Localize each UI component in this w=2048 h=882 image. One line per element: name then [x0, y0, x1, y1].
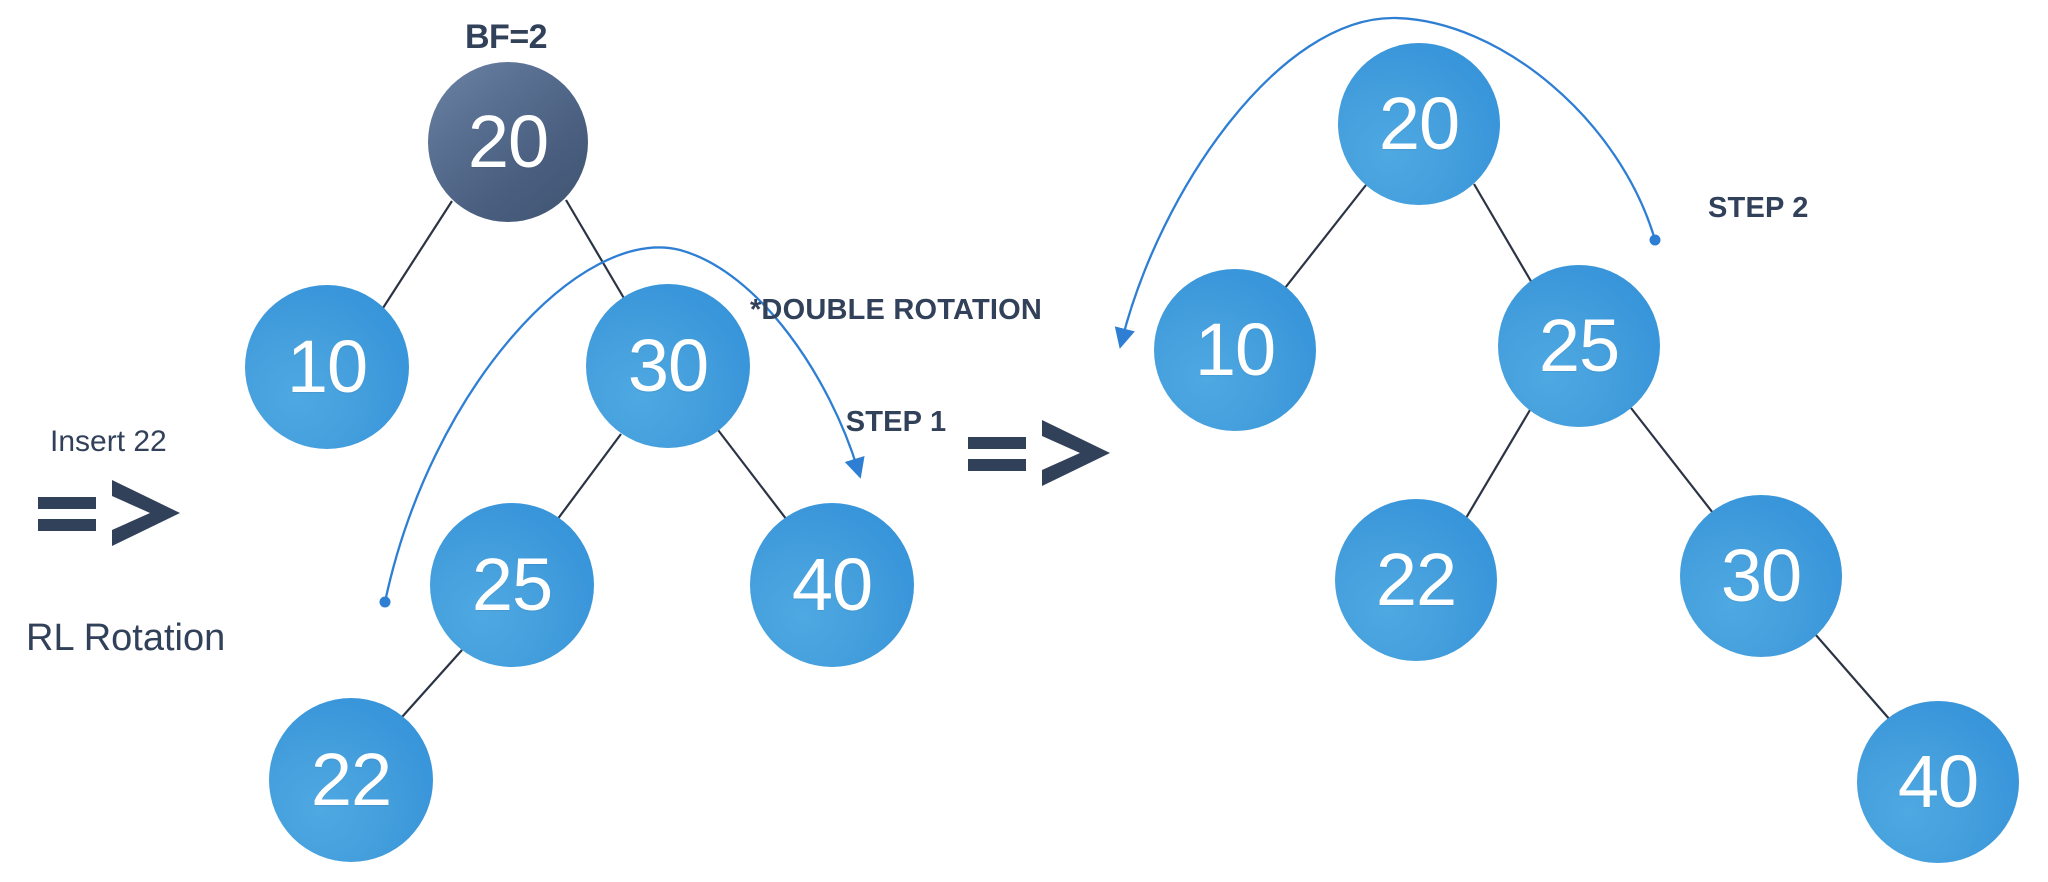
node-value: 22 [1375, 538, 1457, 621]
tree-node-right-10[interactable]: 10 [1154, 269, 1316, 431]
tree-node-left-30[interactable]: 30 [586, 284, 750, 448]
tree-node-right-22[interactable]: 22 [1335, 499, 1497, 661]
tree-node-right-20[interactable]: 20 [1338, 43, 1500, 205]
double-rotation-line-2: STEP 1 [845, 405, 947, 438]
edge-25-22 [401, 649, 463, 718]
edge-r25-r22 [1465, 409, 1531, 519]
step1-arrow-start-dot [379, 596, 391, 608]
node-value: 30 [1720, 534, 1802, 617]
tree-node-left-20[interactable]: 20 [428, 62, 588, 222]
node-value: 25 [1538, 304, 1620, 387]
tree-node-left-40[interactable]: 40 [750, 503, 914, 667]
edge-r20-r10 [1284, 184, 1367, 289]
tree-node-right-40[interactable]: 40 [1857, 701, 2019, 863]
double-rotation-line-1: *DOUBLE ROTATION [749, 294, 1043, 327]
edge-r25-r30 [1630, 407, 1714, 514]
node-value: 10 [286, 325, 368, 408]
node-value: 20 [1378, 82, 1460, 165]
node-value: 25 [471, 543, 553, 626]
implies-arrow-middle [968, 418, 1114, 488]
tree-node-left-22[interactable]: 22 [269, 698, 433, 862]
left-tree-edges [382, 199, 791, 718]
tree-node-left-25[interactable]: 25 [430, 503, 594, 667]
double-rotation-step1-label: *DOUBLE ROTATION STEP 1 [746, 218, 1046, 515]
insert-note-label: Insert 22 [50, 425, 167, 458]
node-value: 30 [627, 324, 709, 407]
node-value: 20 [467, 100, 549, 183]
implies-arrow-left [38, 478, 184, 548]
tree-node-left-10[interactable]: 10 [245, 285, 409, 449]
tree-node-right-25[interactable]: 25 [1498, 265, 1660, 427]
node-value: 10 [1194, 308, 1276, 391]
edge-20-10 [382, 200, 453, 309]
node-value: 40 [791, 543, 873, 626]
step2-label: STEP 2 [1708, 192, 1809, 224]
edge-20-30 [565, 199, 626, 301]
node-value: 22 [310, 738, 392, 821]
tree-node-right-30[interactable]: 30 [1680, 495, 1842, 657]
rotation-type-label: RL Rotation [26, 617, 226, 659]
node-value: 40 [1897, 740, 1979, 823]
edge-30-25 [556, 433, 622, 521]
balance-factor-label: BF=2 [465, 18, 548, 56]
edge-r30-r40 [1814, 633, 1892, 722]
step2-arrow-start-dot [1649, 234, 1661, 246]
edge-r20-r25 [1473, 183, 1533, 284]
